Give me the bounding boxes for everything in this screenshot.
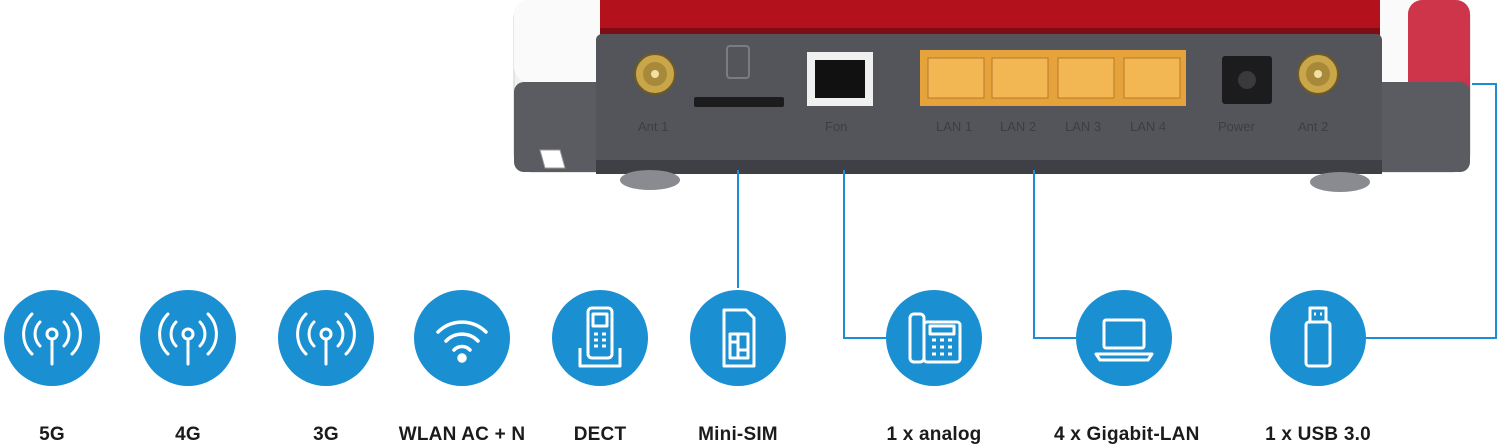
antenna-4g-icon — [140, 290, 236, 386]
feature-label-3g: 3G — [313, 424, 339, 445]
feature-5g: 5G — [0, 290, 122, 446]
desk-phone-icon — [886, 290, 982, 386]
feature-label-4g: 4G — [175, 424, 201, 445]
feature-label-gigabit-lan: 4 x Gigabit-LAN — [1054, 424, 1200, 445]
antenna-connector-1 — [634, 53, 676, 95]
feature-dect: DECT — [530, 290, 670, 446]
connector-lines — [737, 83, 1497, 339]
wifi-icon — [414, 290, 510, 386]
port-label-ant1: Ant 1 — [638, 119, 668, 134]
feature-label-analog: 1 x analog — [886, 424, 982, 445]
antenna-5g-icon — [4, 290, 100, 386]
feature-usb: 1 x USB 3.0 — [1248, 290, 1388, 446]
sim-card-icon — [690, 290, 786, 386]
sim-slot — [694, 97, 784, 107]
port-label-lan2: LAN 2 — [1000, 119, 1036, 134]
port-label-power: Power — [1218, 119, 1256, 134]
feature-wlan: WLAN AC + N — [392, 290, 532, 446]
fon-port — [807, 52, 873, 106]
feature-3g: 3G — [256, 290, 396, 446]
feature-4g: 4G — [118, 290, 258, 446]
feature-label-usb: 1 x USB 3.0 — [1265, 424, 1371, 445]
laptop-icon — [1076, 290, 1172, 386]
feature-analog: 1 x analog — [864, 290, 1004, 446]
feature-label-5g: 5G — [39, 424, 65, 445]
port-label-lan4: LAN 4 — [1130, 119, 1166, 134]
dect-phone-icon — [552, 290, 648, 386]
usb-stick-icon — [1270, 290, 1366, 386]
feature-label-mini-sim: Mini-SIM — [698, 424, 778, 445]
feature-label-dect: DECT — [573, 424, 627, 445]
product-feature-graphic: Ant 1 Fon LAN 1 LAN 2 LAN 3 LAN 4 Power … — [4, 0, 1497, 445]
port-label-fon: Fon — [825, 119, 847, 134]
feature-gigabit-lan: 4 x Gigabit-LAN — [1054, 290, 1200, 446]
lan-port-block — [920, 50, 1186, 106]
port-label-ant2: Ant 2 — [1298, 119, 1328, 134]
router-rear-view: Ant 1 Fon LAN 1 LAN 2 LAN 3 LAN 4 Power … — [513, 0, 1471, 192]
power-jack — [1222, 56, 1272, 104]
antenna-3g-icon — [278, 290, 374, 386]
antenna-connector-2 — [1297, 53, 1339, 95]
feature-label-wlan: WLAN AC + N — [398, 424, 526, 445]
port-label-lan1: LAN 1 — [936, 119, 972, 134]
feature-mini-sim: Mini-SIM — [668, 290, 808, 446]
port-label-lan3: LAN 3 — [1065, 119, 1101, 134]
